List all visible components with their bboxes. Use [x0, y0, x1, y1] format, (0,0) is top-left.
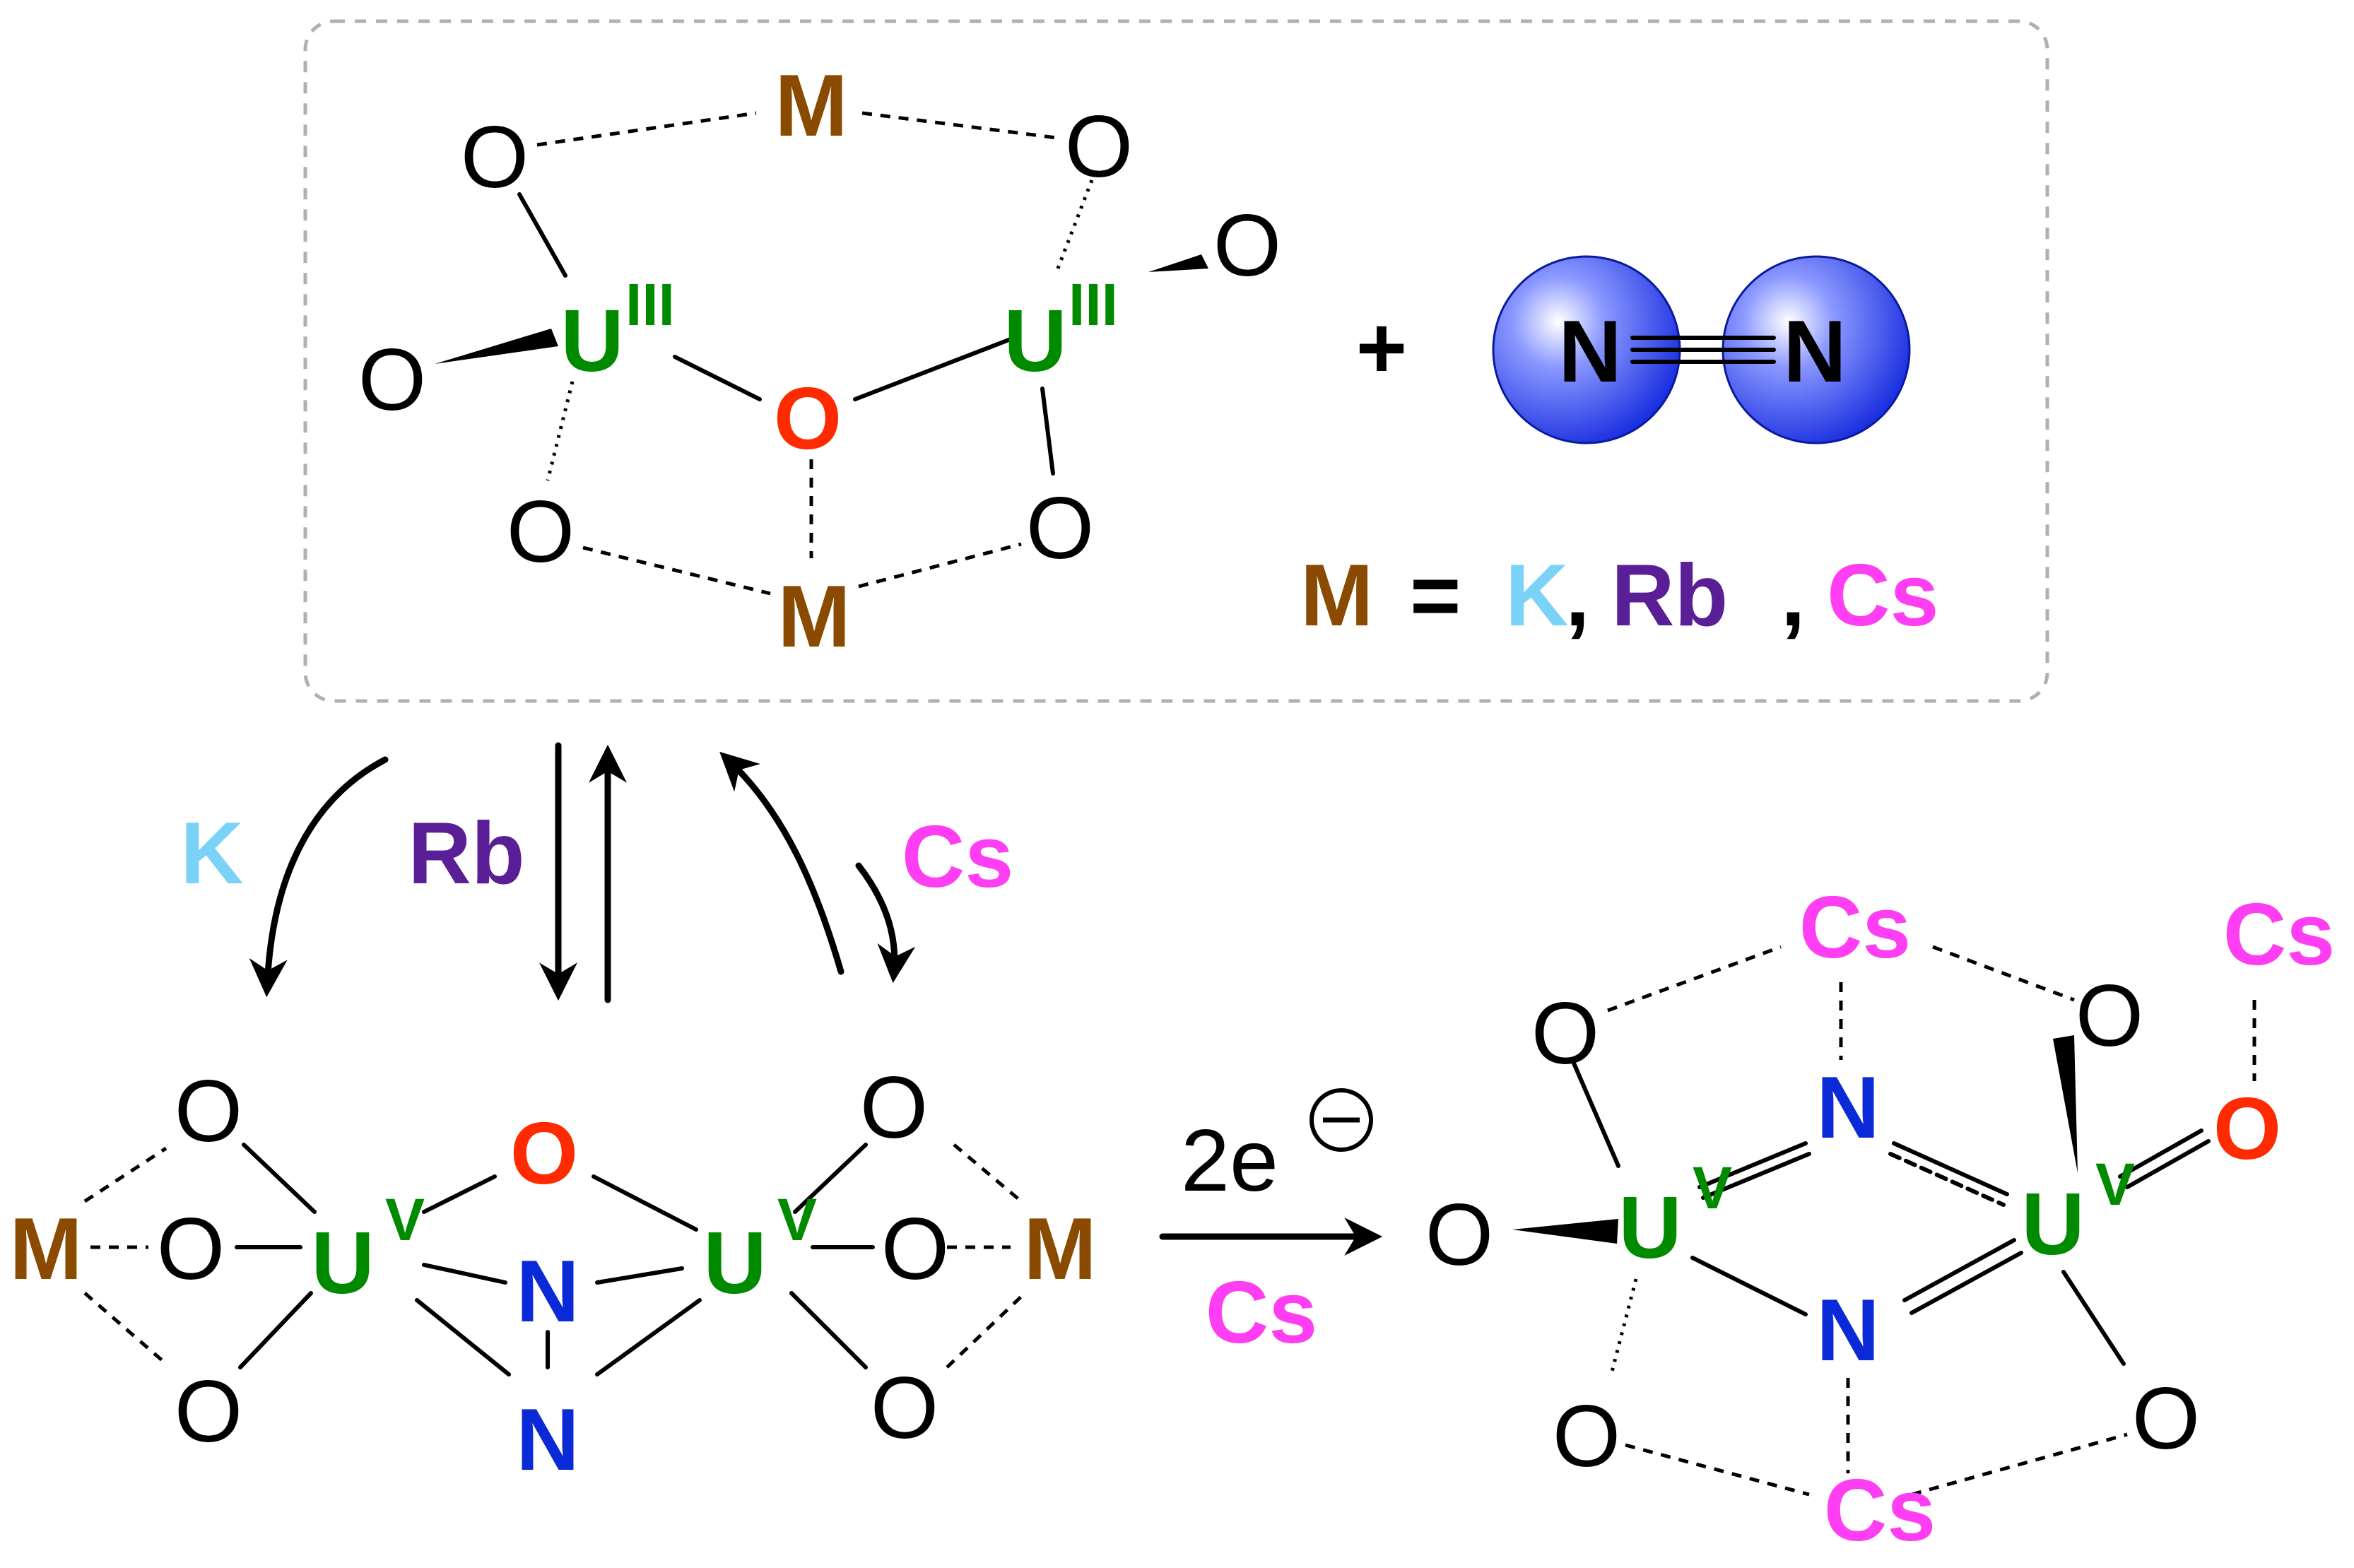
oxidation-state-label: V	[2095, 1151, 2135, 1218]
oxygen-label: O	[358, 331, 426, 429]
metal-label: M	[9, 1201, 82, 1298]
metal-label: M	[777, 568, 850, 666]
nitrogen-label: N	[1783, 303, 1847, 401]
cesium-label: Cs	[1824, 1462, 1936, 1560]
nitrogen-label: N	[516, 1243, 579, 1340]
bridging-oxo-label: O	[774, 370, 842, 468]
dinitrogen-molecule: N N	[1492, 255, 1911, 444]
uranium-label: U	[703, 1215, 767, 1312]
oxidation-state-label: V	[385, 1186, 425, 1253]
oxidation-state-label: III	[625, 271, 675, 338]
cesium-label: Cs	[1799, 879, 1912, 977]
legend-k: K	[1505, 547, 1569, 644]
oxidation-state-label: V	[1693, 1155, 1732, 1221]
legend-m: M	[1300, 547, 1373, 644]
electron-count: 2e	[1181, 1112, 1278, 1210]
uranium-label: U	[2021, 1176, 2085, 1273]
oxygen-label: O	[871, 1360, 938, 1457]
metal-label: M	[775, 57, 847, 155]
nitrogen-label: N	[1816, 1282, 1880, 1379]
oxygen-label: O	[1026, 480, 1094, 577]
oxygen-label: O	[881, 1201, 949, 1298]
uranium-label: U	[560, 293, 624, 390]
cs-forward-arrow	[855, 862, 916, 984]
uranium-label: U	[311, 1215, 375, 1312]
oxygen-label: O	[1531, 985, 1599, 1083]
oxygen-label: O	[461, 109, 529, 206]
legend-comma: ,	[1781, 547, 1805, 644]
diuranium-reactant: M O O O O U III O U III O O M	[358, 57, 1281, 666]
oxygen-label: O	[175, 1063, 242, 1160]
n2-bridged-diuranium-product: M O O O U V O N N U V O O O M	[9, 1059, 1096, 1489]
oxygen-label: O	[2132, 1370, 2200, 1468]
reactant-box	[303, 19, 2049, 703]
uranium-label: U	[1618, 1179, 1682, 1277]
reduction-step: 2e Cs	[1159, 1088, 1383, 1362]
reagent-label: Cs	[1206, 1264, 1318, 1362]
negative-charge-icon	[1310, 1088, 1373, 1152]
legend-equals: =	[1410, 547, 1461, 644]
terminal-oxo-label: O	[2213, 1080, 2281, 1178]
nitrogen-label: N	[1558, 303, 1622, 401]
legend-cs: Cs	[1827, 547, 1939, 644]
oxygen-label: O	[1553, 1388, 1620, 1485]
k-arrow-label: K	[180, 805, 244, 902]
cs-arrow-label: Cs	[902, 808, 1014, 906]
nitrogen-label: N	[516, 1391, 579, 1489]
oxygen-label: O	[1425, 1186, 1493, 1284]
oxidation-state-label: III	[1069, 271, 1118, 338]
cesium-label: Cs	[2223, 886, 2336, 984]
bridging-oxo-label: O	[510, 1105, 578, 1203]
oxygen-label: O	[860, 1059, 928, 1157]
oxygen-label: O	[1213, 197, 1281, 295]
metal-legend: M = K , Rb , Cs	[1300, 547, 1939, 644]
rb-arrow-label: Rb	[408, 805, 524, 902]
legend-comma: ,	[1565, 547, 1589, 644]
metal-label: M	[1023, 1201, 1096, 1298]
nitrogen-label: N	[1816, 1059, 1880, 1157]
oxygen-label: O	[157, 1201, 225, 1298]
oxidation-state-label: V	[777, 1186, 817, 1253]
cs-reverse-arrow	[719, 751, 845, 975]
k-reaction-arrow	[249, 756, 389, 998]
oxygen-label: O	[1065, 98, 1133, 196]
uranium-label: U	[1004, 293, 1067, 390]
nitride-diuranium-product: Cs Cs O O N O O U V U V N O O Cs	[1425, 879, 2335, 1560]
oxygen-label: O	[2076, 967, 2143, 1065]
oxygen-label: O	[507, 483, 575, 581]
legend-rb: Rb	[1611, 547, 1728, 644]
plus-sign: +	[1356, 300, 1407, 397]
oxygen-label: O	[175, 1363, 242, 1461]
